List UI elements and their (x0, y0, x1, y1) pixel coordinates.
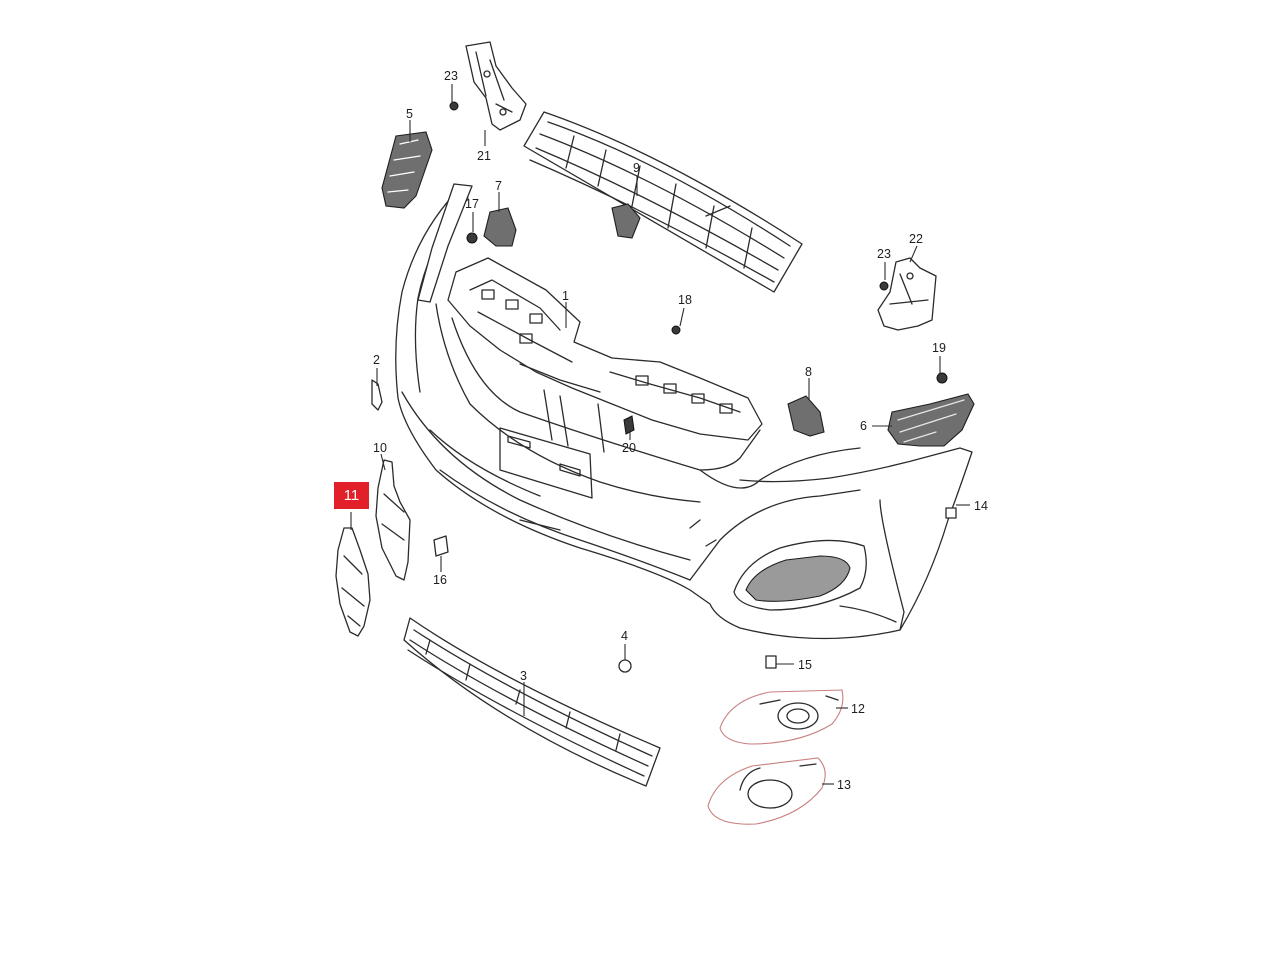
callout-14: 14 (974, 499, 988, 513)
callout-19: 19 (932, 341, 946, 355)
part-11-bracket (335, 527, 371, 637)
highlighted-callout-11[interactable]: 11 (334, 482, 369, 509)
part-6-support (887, 393, 975, 447)
callout-20: 20 (622, 441, 636, 455)
callout-7: 7 (495, 179, 502, 193)
callout-12: 12 (851, 702, 865, 716)
callout-8: 8 (805, 365, 812, 379)
callout-1: 1 (562, 289, 569, 303)
callout-9: 9 (633, 161, 640, 175)
part-5-support (381, 131, 433, 209)
callout-22: 22 (909, 232, 923, 246)
callout-5: 5 (406, 107, 413, 121)
callout-15: 15 (798, 658, 812, 672)
callout-labels: 1 2 3 4 5 6 7 8 9 10 12 13 14 15 16 17 1… (373, 69, 988, 792)
part-1-reinforcement (447, 257, 763, 441)
part-10-bracket (375, 459, 411, 581)
callout-23-right: 23 (877, 247, 891, 261)
leader-lines (350, 84, 970, 785)
front-bumper-cover (395, 183, 973, 640)
callout-23-left: 23 (444, 69, 458, 83)
part-22-bracket (877, 257, 937, 331)
callout-4: 4 (621, 629, 628, 643)
part-9-upper-grille (523, 111, 803, 293)
callout-2: 2 (373, 353, 380, 367)
part-8-bracket (787, 395, 825, 437)
part-7-bracket (483, 207, 517, 247)
part-12-fog-bezel (719, 689, 844, 745)
callout-16: 16 (433, 573, 447, 587)
part-13-fog-bezel (707, 757, 826, 825)
callout-17: 17 (465, 197, 479, 211)
callout-13: 13 (837, 778, 851, 792)
callout-6: 6 (860, 419, 867, 433)
part-21-bracket (465, 41, 527, 131)
callout-18: 18 (678, 293, 692, 307)
callout-3: 3 (520, 669, 527, 683)
callout-10: 10 (373, 441, 387, 455)
part-3-lower-grille (403, 617, 661, 787)
fasteners (433, 101, 957, 673)
callout-21: 21 (477, 149, 491, 163)
